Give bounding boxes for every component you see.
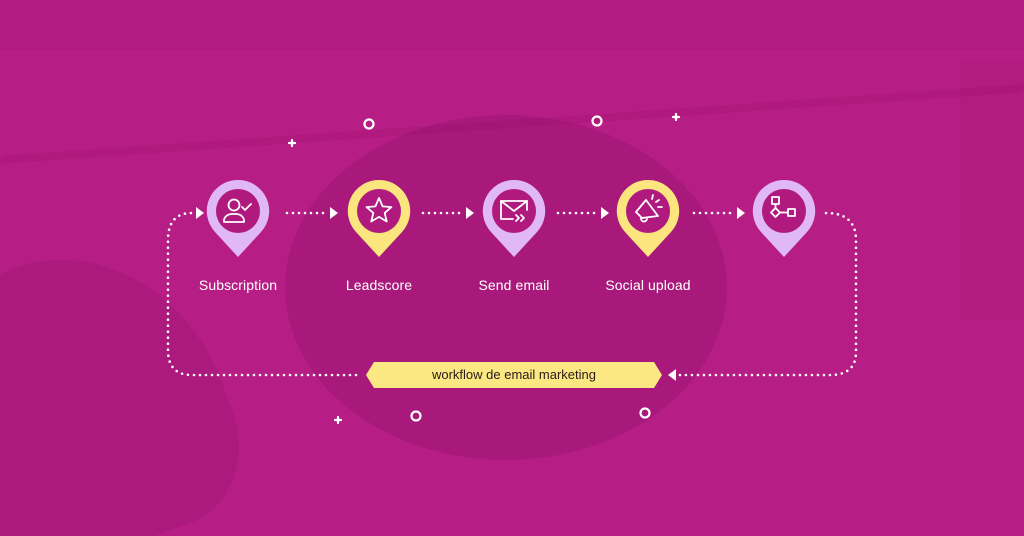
bg-large-circle (285, 115, 727, 460)
arrow-head-icon (196, 207, 204, 219)
deco-plus-icon (671, 112, 681, 122)
deco-plus-icon (333, 415, 343, 425)
arrow-head-icon (737, 207, 745, 219)
bg-wall-shadow (0, 0, 1024, 50)
connector-loop-left (166, 211, 358, 377)
star-icon (365, 197, 393, 223)
workflow-branch-icon (770, 196, 796, 218)
arrow-head-icon (668, 369, 676, 381)
deco-ring-icon (363, 118, 375, 130)
step-pin-send-email[interactable] (481, 178, 547, 268)
arrow-head-icon (330, 207, 338, 219)
step-pin-leadscore[interactable] (346, 178, 412, 268)
step-label: Send email (478, 277, 550, 293)
arrow-head-icon (466, 207, 474, 219)
step-label: Leadscore (345, 277, 413, 293)
step-pin-social-upload[interactable] (615, 178, 681, 268)
user-check-icon (223, 198, 252, 223)
banner-label: workflow de email marketing (431, 367, 596, 382)
step-pin-subscription[interactable] (205, 178, 271, 268)
deco-ring-icon (410, 410, 422, 422)
step-pin-workflow[interactable] (751, 178, 817, 268)
email-send-icon (500, 200, 528, 222)
arrow-head-icon (601, 207, 609, 219)
deco-ring-icon (639, 407, 651, 419)
step-label: Social upload (605, 277, 691, 293)
megaphone-icon (635, 194, 663, 223)
deco-ring-icon (591, 115, 603, 127)
step-label: Subscription (198, 277, 278, 293)
bg-board (960, 60, 1024, 320)
connector-loop-right (676, 211, 858, 377)
deco-plus-icon (287, 138, 297, 148)
workflow-title-banner: workflow de email marketing (366, 362, 662, 388)
